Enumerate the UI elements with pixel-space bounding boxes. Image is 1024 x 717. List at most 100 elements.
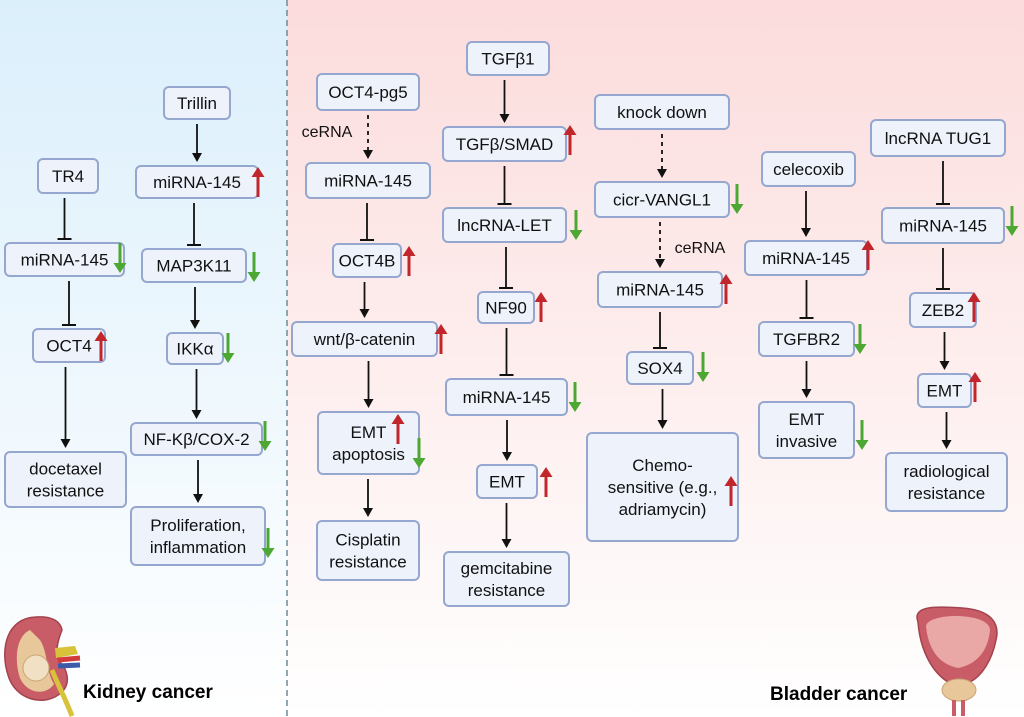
node-box bbox=[37, 158, 99, 194]
edge-k1-tr4-to-k1-mir bbox=[57, 198, 72, 240]
edge-b5-mir-to-b5-zeb bbox=[936, 248, 950, 290]
node-box bbox=[594, 94, 730, 130]
node-label: miRNA-145 bbox=[21, 250, 109, 269]
edge-b3-kd-to-b3-cicr bbox=[657, 134, 667, 178]
node-label: Trillin bbox=[177, 94, 217, 113]
regulation-down-arrow bbox=[247, 252, 261, 282]
node-label: Proliferation, bbox=[150, 516, 245, 535]
edge-k2-trillin-to-k2-mir bbox=[192, 124, 202, 162]
regulation-down-arrow bbox=[221, 333, 235, 363]
node-b4-tgfbr: TGFBR2 bbox=[758, 321, 855, 357]
node-b2-smad: TGFβ/SMAD bbox=[442, 126, 567, 162]
bladder-icon bbox=[916, 606, 998, 716]
node-box bbox=[626, 351, 694, 385]
node-label: MAP3K11 bbox=[156, 256, 231, 275]
node-label: EMT bbox=[489, 472, 525, 491]
node-label: miRNA-145 bbox=[762, 249, 850, 268]
edge-b5-emt-to-b5-rad bbox=[941, 412, 952, 449]
edge-b1-oct4b-to-b1-wnt bbox=[359, 282, 370, 318]
edge-b1-mir-to-b1-oct4b bbox=[360, 203, 374, 241]
bladder-cancer-label: Bladder cancer bbox=[770, 684, 908, 705]
node-label: docetaxel bbox=[29, 459, 102, 478]
node-label: TGFβ/SMAD bbox=[456, 135, 554, 154]
edge-k2-nfkb-to-k2-prolif bbox=[193, 460, 203, 503]
node-b5-emt: EMT bbox=[917, 373, 972, 408]
edge-b5-zeb-to-b5-emt bbox=[939, 332, 950, 370]
node-box bbox=[881, 207, 1005, 244]
node-label: NF90 bbox=[485, 298, 527, 317]
node-box bbox=[317, 411, 420, 475]
node-label: miRNA-145 bbox=[899, 216, 987, 235]
node-label: sensitive (e.g., bbox=[608, 478, 718, 497]
node-label: invasive bbox=[776, 432, 837, 451]
node-b2-tgf: TGFβ1 bbox=[466, 41, 550, 76]
node-box bbox=[758, 401, 855, 459]
node-box bbox=[758, 321, 855, 357]
node-b3-sox: SOX4 bbox=[626, 351, 694, 385]
edge-b3-cicr-to-b3-mir bbox=[655, 222, 665, 268]
node-box bbox=[316, 73, 420, 111]
node-label: miRNA-145 bbox=[616, 280, 704, 299]
node-label: miRNA-145 bbox=[463, 388, 551, 407]
node-label: NF-Kβ/COX-2 bbox=[143, 430, 249, 449]
node-label: OCT4 bbox=[46, 336, 91, 355]
node-k1-tr4: TR4 bbox=[37, 158, 99, 194]
edge-label-ceRNA-2: ceRNA bbox=[675, 240, 726, 257]
node-box bbox=[130, 422, 263, 456]
regulation-down-arrow bbox=[730, 184, 744, 214]
node-label: adriamycin) bbox=[619, 500, 707, 519]
node-label: TR4 bbox=[52, 167, 84, 186]
regulation-down-arrow bbox=[258, 421, 272, 451]
edge-b4-tgfbr-to-b4-emt bbox=[801, 361, 812, 398]
node-b5-zeb: ZEB2 bbox=[909, 292, 977, 328]
node-label: radiological bbox=[904, 462, 990, 481]
regulation-up-arrow bbox=[539, 467, 553, 497]
node-box bbox=[316, 520, 420, 581]
regulation-up-arrow bbox=[402, 246, 416, 276]
node-b5-tug: lncRNA TUG1 bbox=[870, 119, 1006, 157]
node-b3-chemo: Chemo-sensitive (e.g.,adriamycin) bbox=[586, 432, 739, 542]
regulation-down-arrow bbox=[855, 420, 869, 450]
node-label: EMT bbox=[351, 423, 387, 442]
regulation-down-arrow bbox=[261, 528, 275, 558]
node-box bbox=[586, 432, 739, 542]
node-box bbox=[442, 207, 567, 243]
node-label: SOX4 bbox=[637, 359, 682, 378]
edge-k2-mir-to-k2-map bbox=[187, 203, 201, 246]
regulation-up-arrow bbox=[563, 125, 577, 155]
node-label: wnt/β-catenin bbox=[313, 330, 415, 349]
edge-b2-mir-to-b2-emt bbox=[502, 420, 512, 461]
edge-b1-wnt-to-b1-emt bbox=[363, 361, 374, 408]
regulation-down-arrow bbox=[569, 210, 583, 240]
node-box bbox=[466, 41, 550, 76]
node-k2-mir: miRNA-145 bbox=[135, 165, 259, 199]
edge-b1-octpg-to-b1-mir bbox=[363, 115, 373, 159]
node-box bbox=[885, 452, 1008, 512]
node-box bbox=[761, 151, 856, 187]
regulation-up-arrow bbox=[968, 372, 982, 402]
node-k1-mir: miRNA-145 bbox=[4, 242, 125, 277]
node-box bbox=[917, 373, 972, 408]
node-label: knock down bbox=[617, 103, 707, 122]
regulation-up-arrow bbox=[861, 240, 875, 270]
node-label: celecoxib bbox=[773, 160, 844, 179]
node-k2-nfkb: NF-Kβ/COX-2 bbox=[130, 422, 263, 456]
regulation-up-arrow bbox=[94, 331, 108, 361]
node-label: miRNA-145 bbox=[153, 173, 241, 192]
node-b2-mir: miRNA-145 bbox=[445, 378, 568, 416]
edge-b5-tug-to-b5-mir bbox=[936, 161, 950, 205]
edge-k2-map-to-k2-ikk bbox=[190, 287, 200, 329]
node-box bbox=[476, 464, 538, 499]
node-box bbox=[443, 551, 570, 607]
kidney-cancer-label: Kidney cancer bbox=[83, 682, 213, 703]
edge-b4-cele-to-b4-mir bbox=[801, 191, 811, 237]
edge-b1-emt-to-b1-cis bbox=[363, 479, 373, 517]
regulation-up-arrow bbox=[251, 167, 265, 197]
node-box bbox=[442, 126, 567, 162]
node-box bbox=[305, 162, 431, 199]
node-b1-wnt: wnt/β-catenin bbox=[291, 321, 438, 357]
kidney-icon bbox=[4, 616, 81, 717]
node-label: TGFβ1 bbox=[481, 49, 534, 68]
